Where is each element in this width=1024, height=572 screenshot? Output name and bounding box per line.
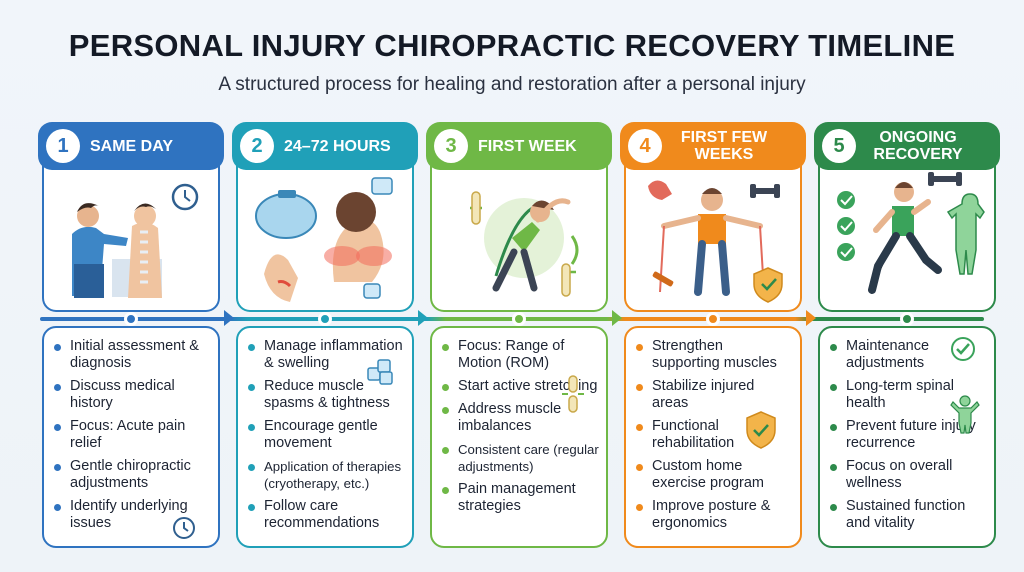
- shield-check-icon: [746, 411, 776, 449]
- list-item: Initial assessment & diagnosis: [52, 338, 212, 372]
- list-item: Improve posture & ergonomics: [634, 498, 794, 532]
- list-item: Custom home exercise program: [634, 458, 794, 492]
- stage-3: 3 FIRST WEEK Focus: Range of Motion (ROM…: [426, 122, 622, 548]
- list-item: Consistent care (regular adjustments): [440, 441, 600, 475]
- stage-5-illustration: [818, 164, 996, 312]
- page-title: PERSONAL INJURY CHIROPRACTIC RECOVERY TI…: [68, 28, 956, 63]
- stage-2-timeline-dot: [318, 312, 332, 326]
- stage-1: 1 SAME DAY Initial assessment & diagnosi…: [38, 122, 234, 548]
- stage-1-timeline-dot: [124, 312, 138, 326]
- list-item: Encourage gentle movement: [246, 418, 406, 452]
- stage-1-arrow: [224, 310, 234, 326]
- stage-2: 2 24–72 HOURS Manage inflammation & swel…: [232, 122, 428, 548]
- stage-2-header: 2 24–72 HOURS: [232, 122, 418, 170]
- stage-5-label: ONGOING RECOVERY: [873, 129, 963, 163]
- stage-1-header: 1 SAME DAY: [38, 122, 224, 170]
- chiropractor-adjusting-patient-icon: [72, 183, 199, 298]
- healthy-body-icon: [950, 395, 980, 434]
- list-item: Prevent future injury recurrence: [828, 418, 988, 452]
- stage-3-list: Focus: Range of Motion (ROM) Start activ…: [430, 326, 608, 548]
- stage-2-arrow: [418, 310, 428, 326]
- ice-pack-icon: [255, 177, 393, 302]
- list-item: Focus: Acute pain relief: [52, 418, 212, 452]
- ice-cube-icon: [367, 359, 393, 385]
- stage-4-illustration: [624, 164, 802, 312]
- list-item: Focus: Range of Motion (ROM): [440, 338, 600, 372]
- page-subtitle: A structured process for healing and res…: [218, 74, 806, 95]
- stage-3-arrow: [612, 310, 622, 326]
- stretching-person-icon: [470, 191, 579, 297]
- stage-3-number: 3: [434, 129, 468, 163]
- list-item: Reduce muscle spasms & tightness: [246, 378, 406, 412]
- list-item: Maintenance adjustments: [828, 338, 988, 372]
- stage-2-list: Manage inflammation & swelling Reduce mu…: [236, 326, 414, 548]
- check-icon: [951, 337, 975, 361]
- stage-2-label: 24–72 HOURS: [284, 137, 391, 155]
- stage-5-list: Maintenance adjustments Long-term spinal…: [818, 326, 996, 548]
- stage-2-illustration: [236, 164, 414, 312]
- stage-5: 5 ONGOING RECOVERY Maintenance adjustmen…: [814, 122, 1000, 548]
- stage-4-timeline-dot: [706, 312, 720, 326]
- list-item: Focus on overall wellness: [828, 458, 988, 492]
- stage-4-list: Strengthen supporting muscles Stabilize …: [624, 326, 802, 548]
- stage-4: 4 FIRST FEW WEEKS Strengthen supporting …: [620, 122, 816, 548]
- stage-4-number: 4: [628, 129, 662, 163]
- list-item: Identify underlying issues: [52, 498, 212, 532]
- check-icon: [837, 191, 855, 261]
- list-item: Sustained function and vitality: [828, 498, 988, 532]
- list-item: Manage inflammation & swelling: [246, 338, 406, 372]
- stage-3-header: 3 FIRST WEEK: [426, 122, 612, 170]
- list-item: Long-term spinal health: [828, 378, 988, 412]
- list-item: Gentle chiropractic adjustments: [52, 458, 212, 492]
- stage-4-header: 4 FIRST FEW WEEKS: [620, 122, 806, 170]
- stage-5-number: 5: [822, 129, 856, 163]
- stage-1-illustration: [42, 164, 220, 312]
- stage-4-label: FIRST FEW WEEKS: [680, 129, 768, 163]
- list-item: Follow care recommendations: [246, 498, 406, 532]
- stage-2-number: 2: [240, 129, 274, 163]
- stage-1-number: 1: [46, 129, 80, 163]
- list-item: Pain management strategies: [440, 481, 600, 515]
- stage-1-list: Initial assessment & diagnosis Discuss m…: [42, 326, 220, 548]
- stage-1-label: SAME DAY: [90, 137, 173, 155]
- list-item: Application of therapies (cryotherapy, e…: [246, 458, 406, 492]
- stage-3-timeline-dot: [512, 312, 526, 326]
- clock-icon: [173, 517, 195, 539]
- running-person-icon: [837, 172, 985, 294]
- list-item: Stabilize injured areas: [634, 378, 794, 412]
- stage-4-arrow: [806, 310, 816, 326]
- list-item: Address muscle imbalances: [440, 401, 600, 435]
- stage-3-label: FIRST WEEK: [478, 137, 577, 155]
- stage-5-header: 5 ONGOING RECOVERY: [814, 122, 1000, 170]
- list-item: Functional rehabilitation: [634, 418, 794, 452]
- resistance-band-person-icon: [648, 180, 783, 303]
- stage-5-timeline-dot: [900, 312, 914, 326]
- joint-icon: [562, 375, 584, 413]
- list-item: Discuss medical history: [52, 378, 212, 412]
- list-item: Start active stretching: [440, 378, 600, 395]
- list-item: Strengthen supporting muscles: [634, 338, 794, 372]
- stage-3-illustration: [430, 164, 608, 312]
